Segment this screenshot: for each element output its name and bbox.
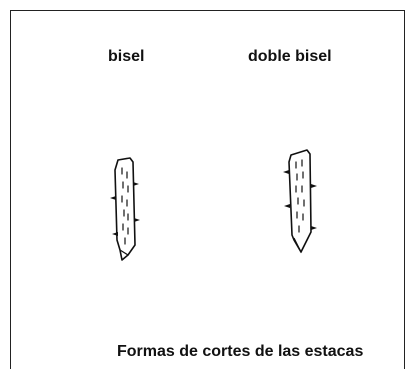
bevel-cut-stake-icon (110, 157, 140, 261)
double-bevel-cut-stake-icon (283, 149, 317, 254)
label-bisel: bisel (108, 48, 145, 65)
frame-gap (403, 339, 404, 369)
figure-caption: Formas de cortes de las estacas (117, 343, 364, 360)
figure-frame (10, 10, 405, 369)
label-doble-bisel: doble bisel (248, 48, 332, 65)
